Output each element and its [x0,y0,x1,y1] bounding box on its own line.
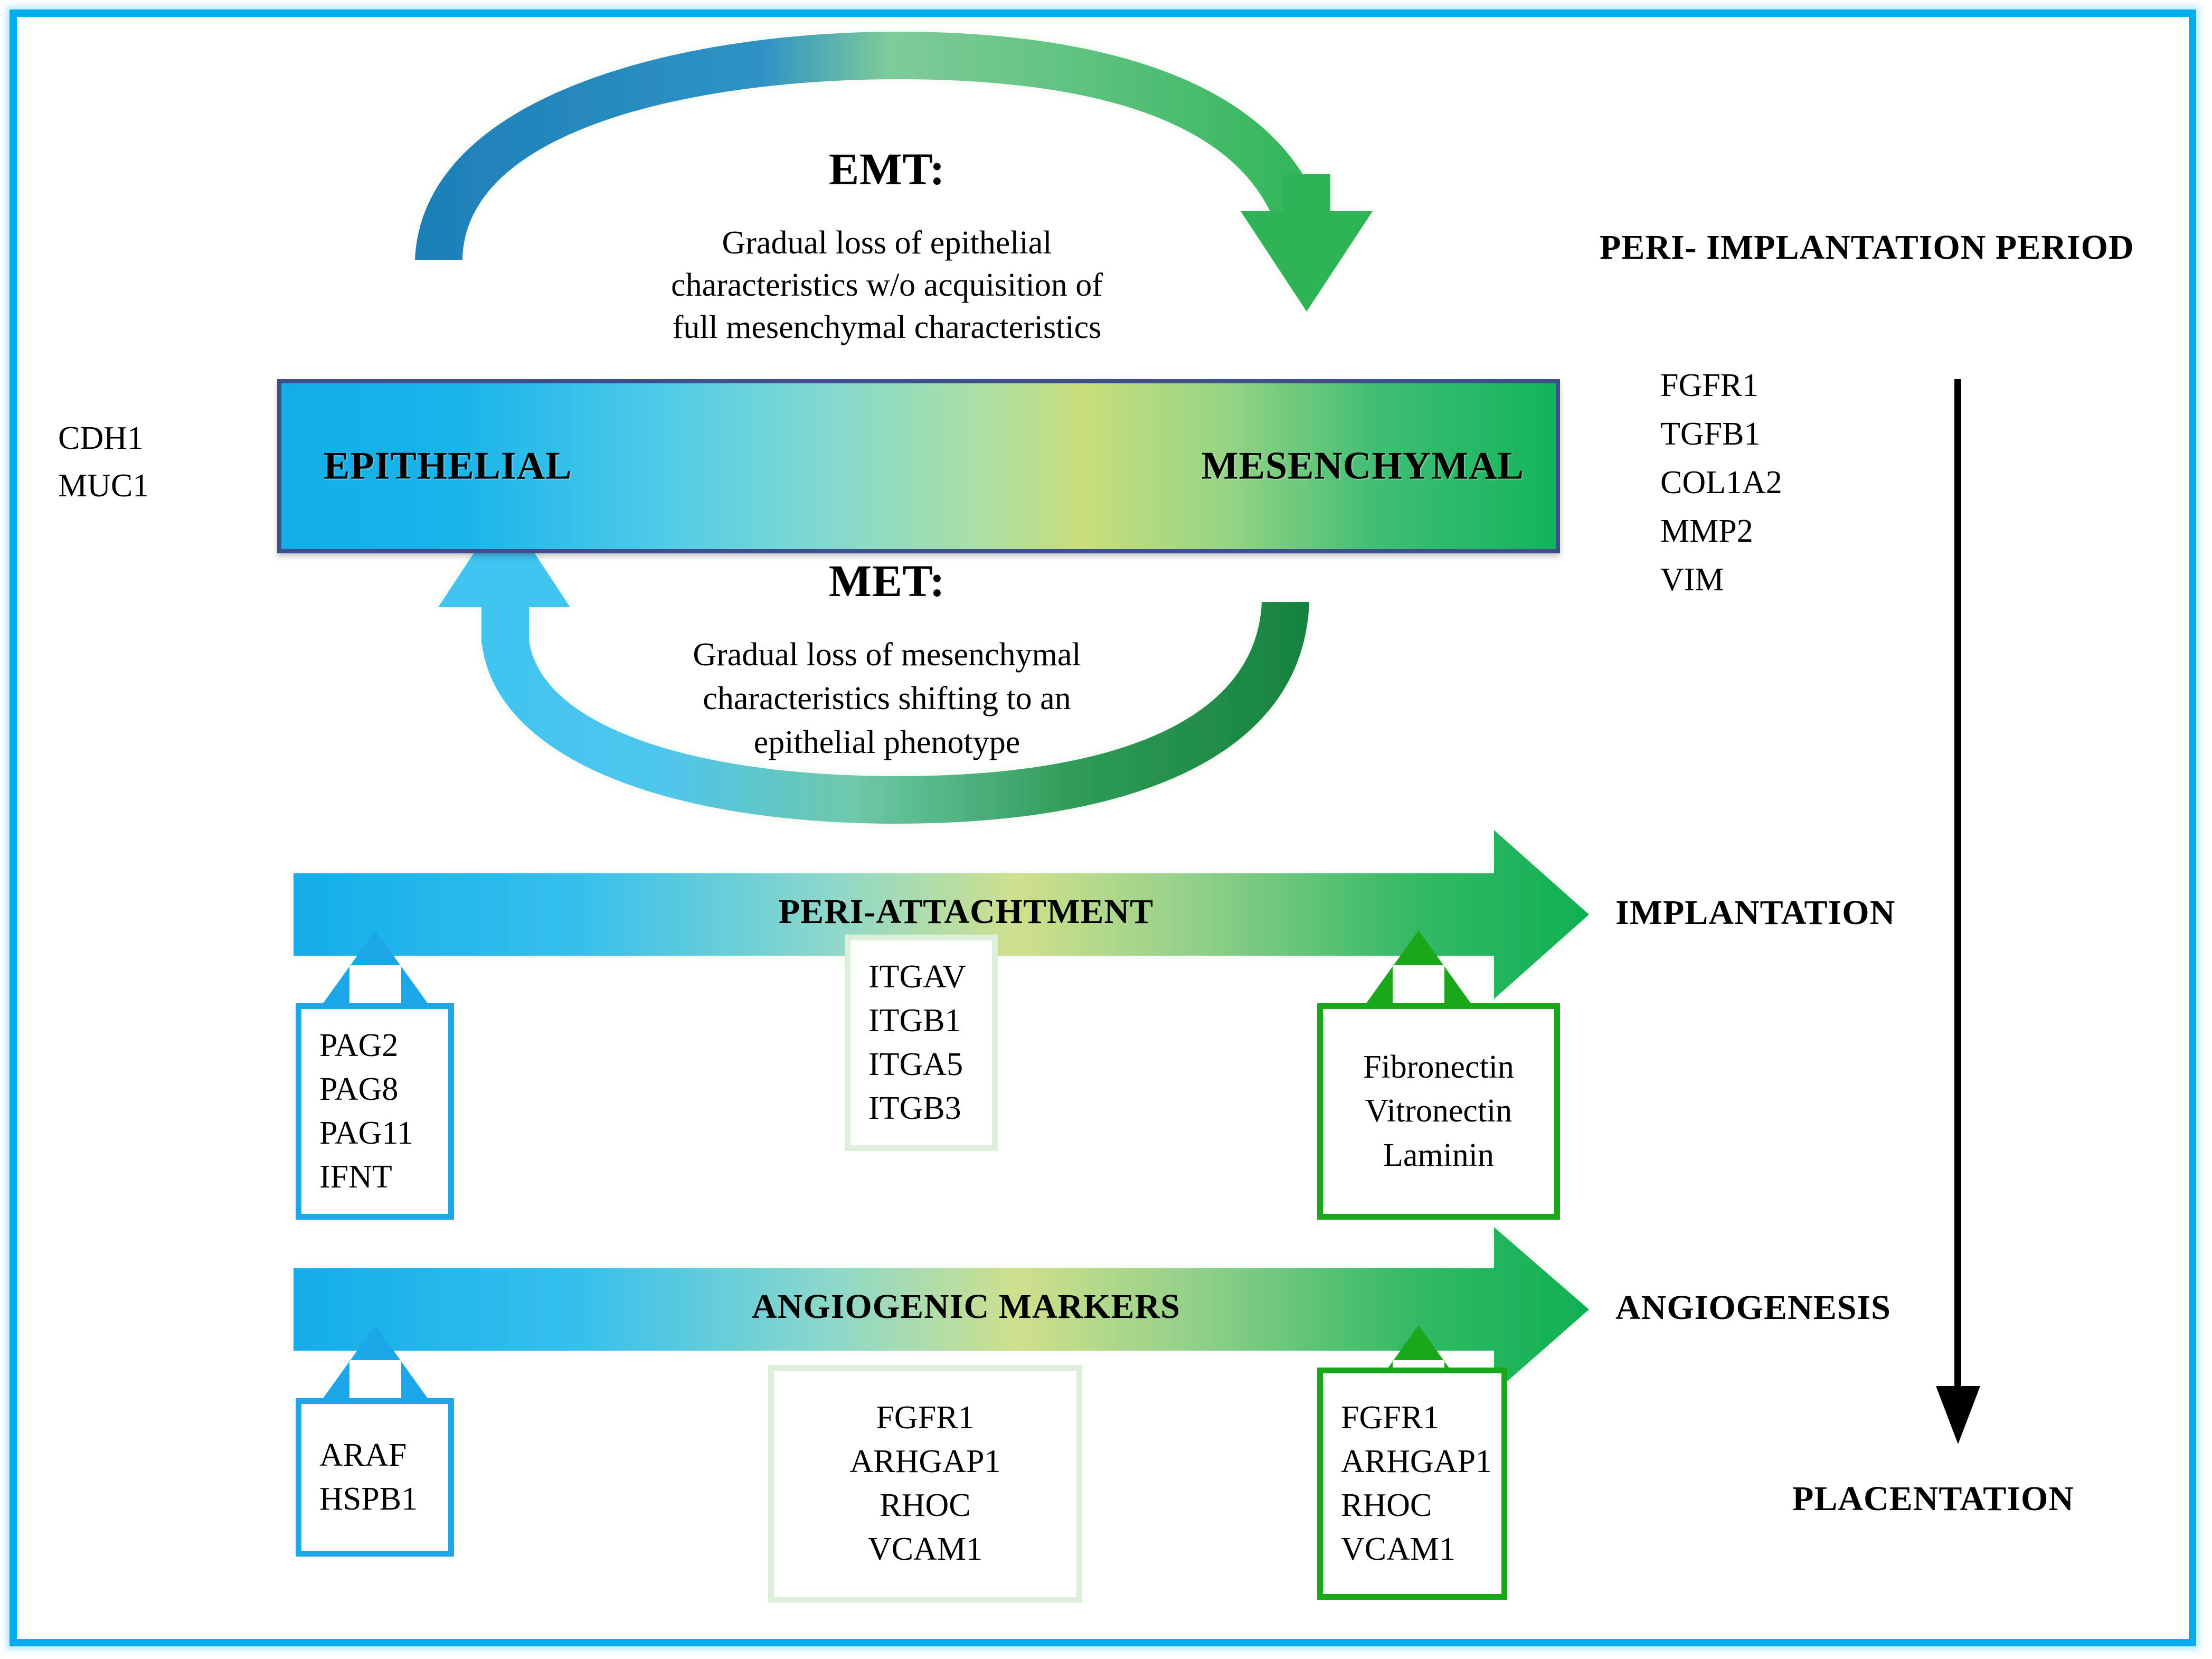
mesenchymal-marker-mmp2: MMP2 [1660,513,1753,549]
timeline-vertical-line [1954,379,1961,1390]
peri-attachment-center-gene-box: ITGAV ITGB1 ITGA5 ITGB3 [845,935,998,1151]
emt-description-line1: Gradual loss of epithelial [722,225,1052,261]
implantation-end-label: IMPLANTATION [1615,893,1896,932]
emt-heading: EMT: [828,144,946,194]
gene-item: PAG11 [319,1115,414,1151]
gene-item: PAG8 [319,1071,399,1107]
mesenchymal-marker-col1a2: COL1A2 [1660,465,1782,501]
emt-description-line2: characteristics w/o acquisition of [671,267,1103,303]
met-description-line3: epithelial phenotype [753,724,1020,760]
gene-item: HSPB1 [319,1481,418,1517]
epithelial-marker-muc1: MUC1 [58,468,149,504]
mesenchymal-marker-fgfr1: FGFR1 [1660,367,1759,403]
gene-item: ITGAV [868,958,966,995]
angiogenesis-end-label: ANGIOGENESIS [1615,1288,1891,1327]
angiogenic-left-gene-box: ARAF HSPB1 [296,1398,454,1557]
spectrum-label-mesenchymal: MESENCHYMAL [1201,444,1524,488]
timeline-top-label: PERI- IMPLANTATION PERIOD [1600,228,2134,267]
gene-item: ITGA5 [868,1047,963,1082]
mesenchymal-marker-tgfb1: TGFB1 [1660,416,1761,452]
gene-item: FGFR1 [1341,1399,1440,1436]
protein-item: Vitronectin [1365,1093,1513,1129]
gene-item: RHOC [880,1487,971,1523]
gene-item: PAG2 [319,1027,399,1063]
gene-item: RHOC [1341,1487,1432,1523]
timeline-arrowhead-icon [1936,1386,1980,1444]
gene-item: ARHGAP1 [1341,1443,1492,1479]
protein-item: Laminin [1383,1137,1495,1173]
emt-met-spectrum-bar: EPITHELIAL MESENCHYMAL [277,379,1560,553]
protein-item: Fibronectin [1363,1049,1514,1086]
angiogenic-bar-label: ANGIOGENIC MARKERS [752,1287,1180,1326]
gene-item: VCAM1 [867,1531,983,1568]
mesenchymal-marker-vim: VIM [1660,562,1724,598]
emt-description-line3: full mesenchymal characteristics [672,309,1102,345]
peri-attachment-right-protein-box: Fibronectin Vitronectin Laminin [1317,1003,1560,1220]
met-description-line1: Gradual loss of mesenchymal [693,637,1081,673]
gene-item: VCAM1 [1341,1531,1456,1568]
timeline-bottom-label: PLACENTATION [1792,1479,2074,1518]
peri-attachment-bar-label: PERI-ATTACHTMENT [778,892,1154,931]
gene-item: IFNT [319,1159,392,1195]
epithelial-marker-cdh1: CDH1 [58,420,144,456]
met-heading: MET: [828,555,946,606]
peri-attachment-left-gene-box: PAG2 PAG8 PAG11 IFNT [296,1003,454,1220]
spectrum-label-epithelial: EPITHELIAL [324,444,572,488]
gene-item: FGFR1 [876,1399,975,1436]
gene-item: ITGB1 [868,1002,961,1039]
gene-item: ARHGAP1 [849,1443,1001,1479]
angiogenic-right-gene-box: FGFR1 ARHGAP1 RHOC VCAM1 [1317,1368,1507,1600]
met-description-line2: characteristics shifting to an [703,681,1071,717]
angiogenic-center-gene-box: FGFR1 ARHGAP1 RHOC VCAM1 [768,1365,1082,1603]
gene-item: ITGB3 [868,1090,961,1127]
gene-item: ARAF [319,1437,407,1473]
